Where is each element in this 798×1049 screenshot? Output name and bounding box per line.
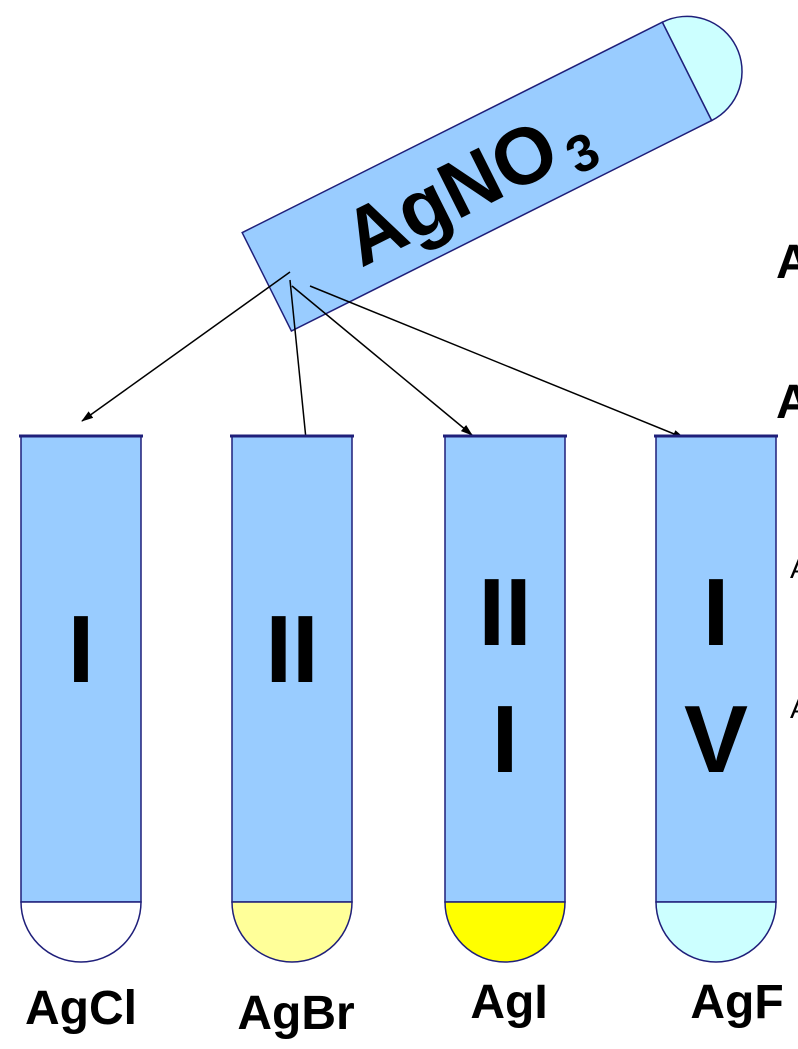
tube-body (231, 435, 353, 903)
tube-numeral: II (265, 596, 318, 703)
tube-body (20, 435, 142, 903)
arrow-to-tube-4 (309, 285, 685, 439)
product-label: AgBr (237, 987, 354, 1040)
tube-numeral-line2: I (492, 686, 519, 793)
side-text-2: A (776, 376, 798, 429)
source-tube: AgNO 3 (241, 15, 743, 332)
tube-numeral: I (703, 559, 730, 666)
side-text-4: A (790, 693, 798, 724)
side-text-3: A (790, 553, 798, 584)
tube-1: I AgCl (19, 434, 143, 1035)
product-label: AgF (690, 976, 783, 1029)
tube-body (444, 435, 566, 903)
arrow-to-tube-1 (81, 271, 291, 422)
arrow-to-tube-3 (291, 285, 473, 436)
tube-numeral: II (478, 559, 531, 666)
tube-numeral-line2: V (684, 686, 748, 793)
tube-3: II I AgI (443, 434, 567, 1029)
tube-body (655, 435, 777, 903)
arrow-to-tube-2 (289, 279, 310, 450)
tube-4: I V AgF (654, 434, 784, 1029)
precipitate (20, 901, 142, 963)
side-text-1: A (776, 236, 798, 289)
precipitate (655, 901, 777, 963)
product-label: AgCl (25, 982, 137, 1035)
precipitate (231, 901, 353, 963)
arrows (81, 271, 685, 450)
precipitate (444, 901, 566, 963)
source-tube-cap (661, 15, 743, 122)
product-label: AgI (470, 976, 547, 1029)
side-text: A A A A (776, 236, 798, 724)
tube-numeral: I (68, 596, 95, 703)
tube-2: II AgBr (230, 434, 355, 1040)
